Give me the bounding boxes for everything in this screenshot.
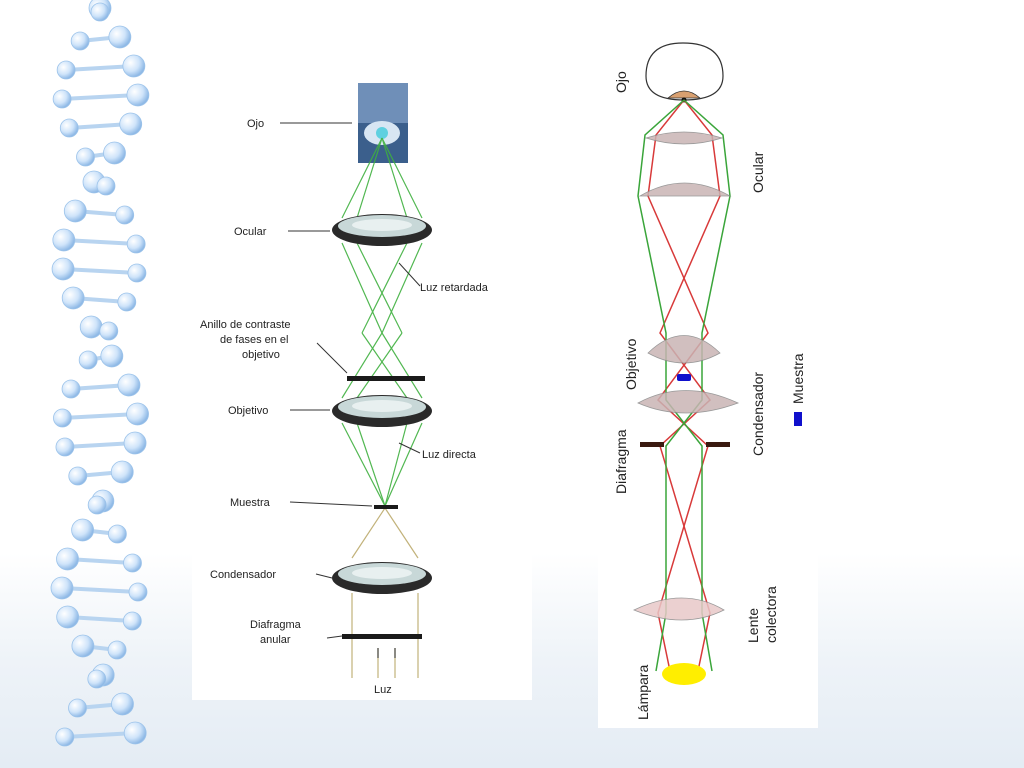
sample-slide [374,505,398,509]
eyepiece-label: Ocular [234,226,267,238]
condenser-label: Condensador [210,569,276,581]
annular-diaphragm [342,634,422,639]
objective-lens [647,335,721,364]
eyepiece-lens-bottom [638,182,732,197]
condenser-label: Condensador [750,372,766,456]
phase-ring-label-1: Anillo de contraste [200,319,291,331]
sample-label: Muestra [230,497,271,509]
sample [677,374,691,381]
light-label: Luz [374,684,392,696]
phase-ring-label-3: objetivo [242,349,280,361]
eye-pupil [666,90,702,99]
eye-image [358,83,408,163]
eyepiece-lens [332,214,432,246]
objective-label: Objetivo [228,405,268,417]
diaphragm-left [640,442,664,447]
eye-label: Ojo [247,118,264,130]
sample-legend-marker [794,412,802,426]
lamp [662,663,706,685]
sample-legend-label: Muestra [790,353,806,404]
phase-contrast-diagram: Ojo Ocular Luz retardada Anillo de contr… [192,78,532,700]
collector-lens [633,597,725,621]
direct-light-label: Luz directa [422,449,477,461]
retarded-light-label: Luz retardada [420,282,489,294]
lamp-label: Lámpara [635,665,651,720]
annular-diaphragm-label-1: Diafragma [250,619,302,631]
annular-diaphragm-label-2: anular [260,634,291,646]
objective-label: Objetivo [623,338,639,390]
eyepiece-lens-top [644,131,724,145]
eye-label: Ojo [613,71,629,93]
diaphragm-label: Diafragma [613,429,629,494]
diaphragm-right [706,442,730,447]
phase-ring [347,376,425,381]
light-path-schematic: Ojo Ocular Objetivo Condensador Muestra … [598,38,818,728]
eyepiece-label: Ocular [750,151,766,193]
collector-lens-label-1: Lente [745,608,761,643]
light-rays [341,137,423,507]
green-rays [637,99,731,672]
phase-ring-label-2: de fases en el [220,334,289,346]
condenser-lens [332,562,432,594]
objective-lens [332,395,432,427]
eye-outline [645,42,724,101]
condenser-lens [637,390,740,414]
collector-lens-label-2: colectora [763,586,779,643]
dna-decoration [50,0,150,747]
